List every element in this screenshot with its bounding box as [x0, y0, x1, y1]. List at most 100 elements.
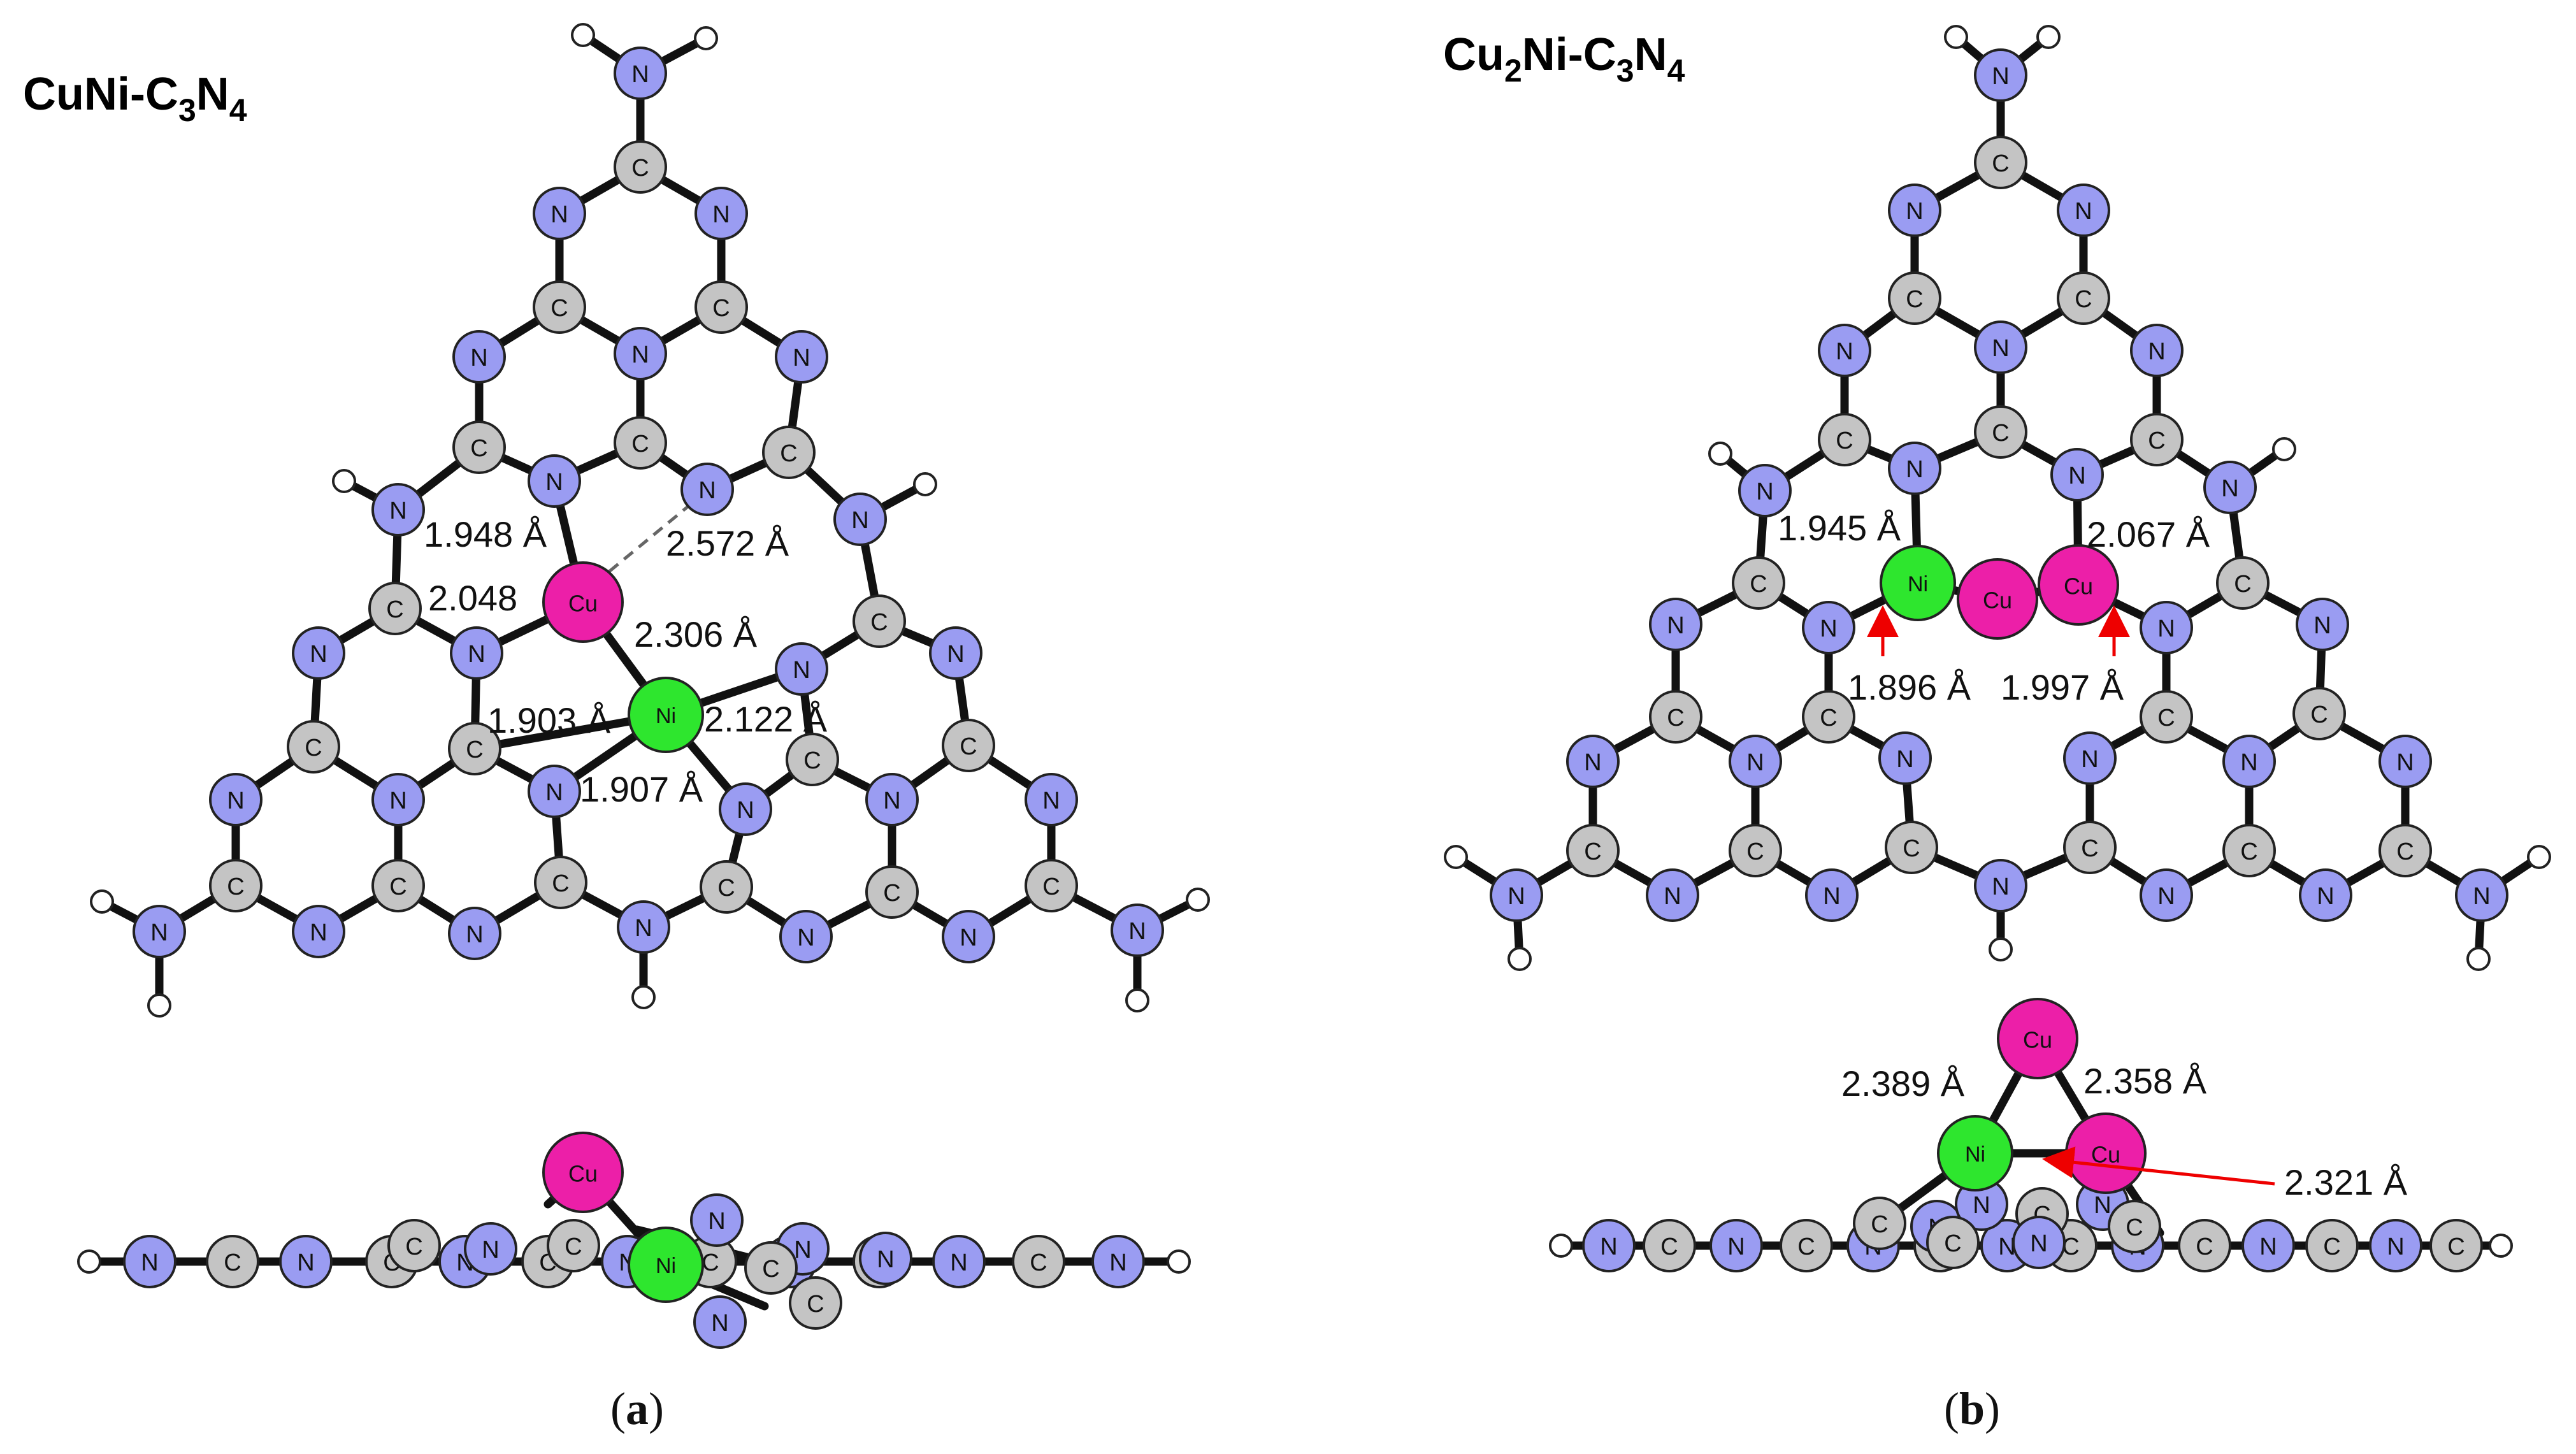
a-side-atom-label: N [794, 1237, 811, 1263]
b-top-atom-h [1708, 442, 1732, 466]
b-top-atom-label: N [1992, 335, 2009, 362]
a-side-atom-label: C [807, 1291, 824, 1318]
b-side-atom-h [2489, 1234, 2513, 1258]
panel-b-title: Cu2Ni-C3N4 [1443, 29, 1685, 89]
b-top-atom-label: N [1896, 746, 1913, 773]
b-top-atom-label: Cu [2064, 573, 2093, 600]
a-top-atom-c [368, 582, 422, 635]
dist-ni-n-top: 1.945 Å [1778, 508, 1901, 548]
a-top-atom-label: N [793, 657, 810, 684]
a-top-atom-n [614, 327, 667, 380]
b-side-atom-c [2178, 1219, 2231, 1272]
a-side-atom-label: N [1109, 1249, 1126, 1276]
a-top-atom-c [614, 140, 667, 194]
b-side-atom-h [1549, 1234, 1573, 1258]
b-top-atom-label: N [1667, 612, 1684, 639]
dist-cu-n-2: 2.048 [428, 578, 517, 618]
a-side-atom-label: N [877, 1246, 894, 1273]
a-top-atom-c [534, 856, 587, 909]
b-top-atom-label: C [1667, 705, 1684, 731]
b-top-atom-label: N [1746, 749, 1764, 776]
dist-cu-n-top: 2.067 Å [2087, 514, 2210, 554]
a-top-atom-c [853, 594, 906, 648]
b-top-atom-label: C [1746, 839, 1764, 865]
b-top-atom-label: C [2157, 705, 2175, 731]
b-top-atom-c [2292, 687, 2346, 740]
a-top-atom-cu [542, 561, 624, 643]
panel-a-side-view: NCNCNCNCNCNCNCNCNNNCCNNiCu [77, 1132, 1191, 1349]
a-top-atom-label: N [545, 469, 563, 496]
a-top-atom-c [762, 426, 816, 479]
a-top-atom-label: N [227, 788, 244, 814]
a-top-atom-label: N [389, 498, 407, 524]
a-top-atom-n [1025, 773, 1078, 826]
b-top-atom-n [1974, 859, 2027, 912]
b-top-atom-label: N [1664, 883, 1681, 910]
a-top-atom-label: N [960, 925, 977, 951]
a-top-atom-n [833, 493, 887, 546]
a-top-atom-label: C [552, 870, 569, 897]
b-top-atom-c [1974, 136, 2027, 189]
panel-a-title: CuNi-C3N4 [23, 69, 247, 128]
a-top-atom-label: N [1128, 918, 1146, 945]
a-top-atom-n [371, 483, 425, 536]
a-top-atom-n [1111, 903, 1164, 957]
b-top-atom-c [2063, 821, 2117, 874]
panel-b-red-arrows [1867, 605, 2130, 656]
a-side-atom-n [859, 1232, 912, 1285]
b-top-atom-label: C [1906, 286, 1923, 313]
b-side-atom-label: C [2447, 1234, 2464, 1260]
a-top-atom-label: C [631, 431, 649, 457]
a-top-atom-n [448, 907, 501, 960]
b-top-atom-label: C [2075, 286, 2092, 313]
b-top-atom-label: C [2234, 571, 2251, 598]
b-top-atom-cu [1957, 558, 2038, 640]
a-top-atom-label: C [717, 875, 735, 902]
b-top-atom-c [1566, 824, 1620, 877]
a-top-atom-n [865, 773, 919, 826]
b-top-atom-label: N [2157, 615, 2175, 642]
a-top-atom-label: N [310, 641, 327, 668]
b-top-atom-h [2036, 25, 2061, 49]
a-top-atom-label: C [960, 733, 977, 760]
b-side-atom-n [1582, 1219, 1636, 1272]
a-top-atom-label: N [470, 345, 487, 371]
a-top-atom-c [865, 865, 919, 919]
b-top-atom-c [1888, 271, 1941, 325]
a-top-atom-label: N [851, 507, 868, 534]
a-top-atom-label: C [389, 874, 407, 900]
a-side-atom-label: N [141, 1249, 158, 1276]
b-top-atom-ni [1880, 545, 1956, 621]
dist-cu-ni: 2.306 Å [634, 614, 758, 654]
a-top-atom-label: N [466, 921, 483, 948]
b-top-atom-c [1649, 690, 1702, 744]
a-top-atom-label: N [550, 201, 568, 228]
a-top-atom-n [775, 330, 828, 384]
a-top-atom-label: C [227, 874, 244, 900]
a-top-atom-label: N [698, 477, 716, 504]
b-top-atom-label: C [2310, 702, 2328, 728]
b-side-atom-cu [1997, 998, 2078, 1079]
a-side-atom-n [690, 1193, 744, 1247]
dist-side-ni-cu: 2.389 Å [1841, 1063, 1965, 1104]
b-top-atom-c [1802, 690, 1855, 744]
a-top-atom-label: N [389, 788, 407, 814]
a-top-atom-label: C [780, 440, 797, 467]
a-side-atom-h [77, 1249, 101, 1274]
b-top-atom-c [1818, 413, 1871, 466]
a-top-atom-h [571, 23, 595, 47]
b-top-atom-n [1888, 442, 1941, 495]
b-top-atom-n [2203, 461, 2257, 514]
b-top-atom-h [2466, 947, 2491, 971]
a-side-atom-label: N [482, 1237, 499, 1263]
a-side-atom-n [464, 1222, 517, 1276]
b-top-atom-label: N [1820, 615, 1837, 642]
a-top-atom-c [1025, 859, 1078, 912]
b-top-atom-label: C [1836, 428, 1853, 454]
b-side-atom-label: N [2259, 1234, 2277, 1260]
a-top-atom-label: N [883, 788, 900, 814]
b-top-atom-n [1738, 464, 1792, 517]
b-top-atom-label: N [1836, 338, 1853, 365]
dist-ni-c: 1.903 Å [487, 700, 611, 740]
